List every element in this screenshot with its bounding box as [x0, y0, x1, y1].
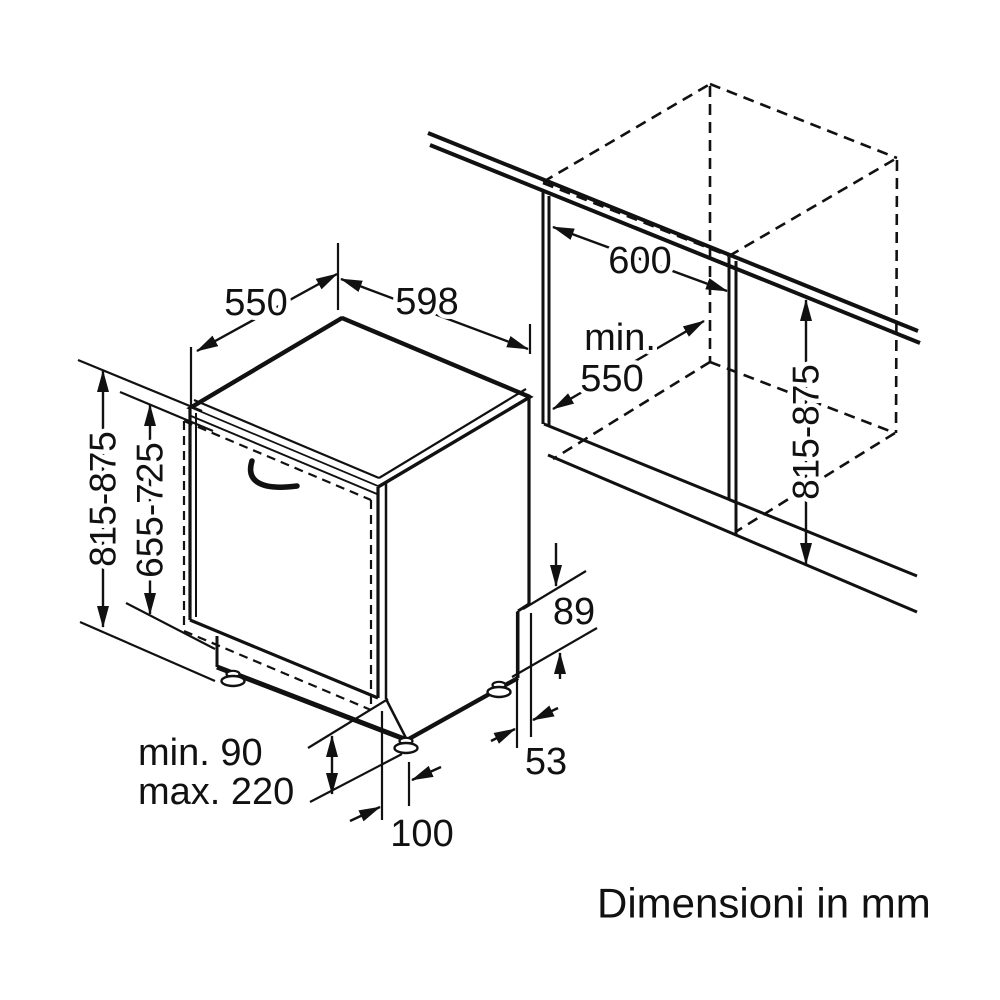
label-rear-foot-offset: 53	[525, 741, 567, 783]
door-handle	[247, 458, 300, 490]
niche-envelope-dashed	[542, 82, 899, 533]
adjustable-foot-front-left	[220, 669, 246, 688]
floor-line-top	[543, 422, 918, 578]
label-niche-depth-min: min.	[584, 317, 656, 359]
label-plinth-height-max: max. 220	[138, 771, 294, 813]
door-face	[190, 408, 378, 698]
label-door-panel-height: 655-725	[130, 442, 171, 578]
label-niche-height: 815-875	[786, 364, 827, 500]
adjustable-foot-front-right	[393, 736, 419, 755]
dishwasher-body	[182, 315, 534, 755]
floor-line-bottom	[547, 453, 918, 614]
label-top-depth: 550	[224, 282, 287, 324]
niche-structure	[541, 191, 918, 614]
caption-units: Dimensioni in mm	[597, 880, 931, 927]
worktop	[427, 131, 921, 345]
dimension-labels: 550 598 600 min. 550 815-875 655-725 815…	[78, 236, 931, 927]
adjustable-foot-rear-right	[486, 680, 512, 699]
label-appliance-height: 815-875	[83, 431, 124, 567]
label-niche-width: 600	[608, 240, 671, 282]
label-rear-foot-height: 89	[553, 591, 595, 633]
label-niche-depth-value: 550	[580, 358, 643, 400]
label-plinth-depth: 100	[390, 813, 453, 855]
label-plinth-height-min: min. 90	[138, 732, 263, 774]
label-top-width: 598	[395, 281, 458, 323]
decor-panel-dashed	[182, 419, 373, 712]
dimension-lines	[77, 225, 812, 823]
